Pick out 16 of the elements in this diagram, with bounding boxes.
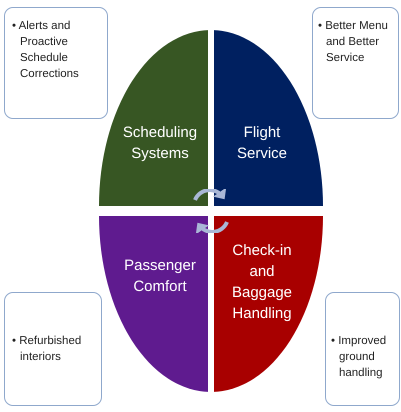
quadrant-segment bbox=[99, 216, 208, 392]
segment-label: Scheduling Systems bbox=[122, 123, 198, 164]
callout-box bbox=[4, 292, 102, 406]
segment-label: Passenger Comfort bbox=[123, 256, 197, 297]
quadrant-segment bbox=[214, 30, 323, 206]
bullet-text: • Alerts and Proactive Schedule Corrections bbox=[12, 19, 80, 82]
quadrant-segment bbox=[99, 30, 208, 206]
bullet-text: • Better Menu and Better Service bbox=[318, 19, 389, 66]
callout-box bbox=[4, 7, 108, 119]
callout-box bbox=[312, 7, 399, 119]
callout-box bbox=[325, 292, 400, 406]
bullet-text: • Improved ground handling bbox=[331, 334, 388, 381]
quadrant-segment bbox=[214, 216, 323, 392]
bullet-text: • Refurbished interiors bbox=[12, 334, 82, 365]
segment-label: Flight Service bbox=[236, 123, 288, 164]
segment-label: Check-in and Baggage Handling bbox=[230, 241, 294, 324]
